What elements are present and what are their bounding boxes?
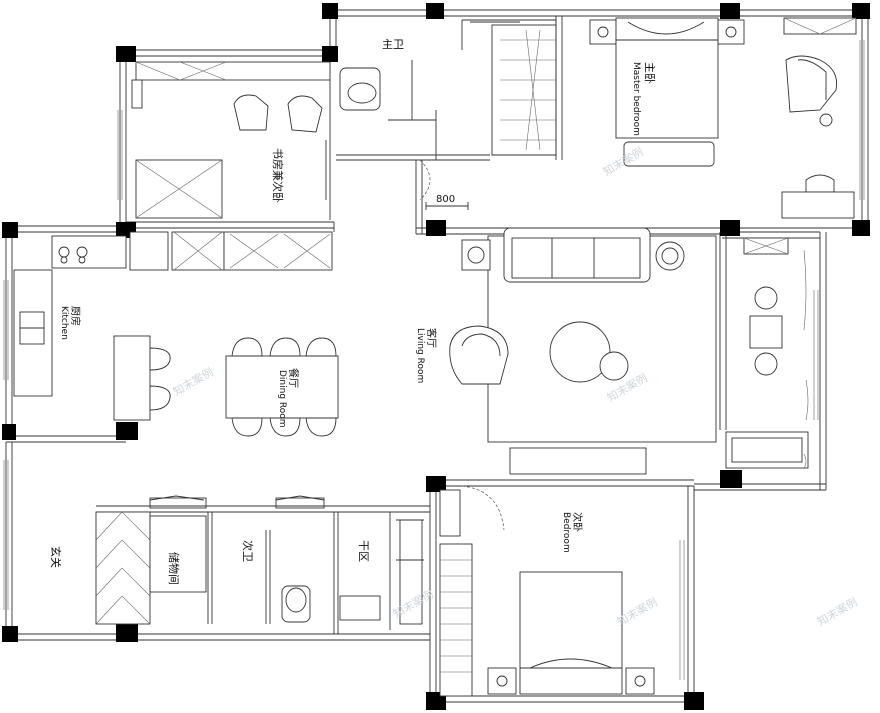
walls bbox=[5, 9, 869, 703]
living-furniture bbox=[449, 227, 717, 475]
alcove-furniture bbox=[725, 237, 809, 469]
label-living-cn: 客厅 bbox=[425, 328, 438, 348]
dimension-label: 800 bbox=[436, 194, 455, 205]
lower-block-furniture bbox=[95, 495, 424, 630]
study-furniture bbox=[131, 61, 331, 219]
watermark: 知末案例 bbox=[391, 586, 436, 620]
label-bedroom-cn: 次卧 bbox=[571, 512, 584, 532]
label-master-bath: 主卫 bbox=[382, 38, 404, 51]
bedroom-furniture bbox=[439, 485, 655, 697]
dining-furniture bbox=[225, 337, 339, 437]
master-bedroom-furniture bbox=[589, 17, 857, 219]
label-master-bedroom-cn: 主卧 bbox=[643, 62, 656, 84]
columns bbox=[2, 3, 870, 710]
label-kitchen-en: Kitchen bbox=[59, 306, 69, 340]
label-dry-area: 干区 bbox=[357, 540, 370, 562]
watermark: 知末案例 bbox=[171, 364, 216, 398]
room-labels: 主卫 主卧 Master bedroom 书房兼次卧 厨房 Kitchen 餐厅… bbox=[49, 38, 656, 585]
windows bbox=[3, 40, 865, 680]
label-dining-cn: 餐厅 bbox=[287, 368, 300, 388]
label-bedroom-en: Bedroom bbox=[561, 512, 571, 553]
label-living-en: Living Room bbox=[415, 328, 425, 383]
label-kitchen-cn: 厨房 bbox=[69, 306, 82, 326]
kitchen-furniture bbox=[13, 231, 333, 421]
label-dining-en: Dining Room bbox=[277, 370, 287, 428]
label-master-bedroom-en: Master bedroom bbox=[631, 62, 641, 136]
dimension-line: 800 bbox=[419, 159, 469, 210]
label-storage: 储物间 bbox=[167, 552, 181, 585]
master-bath bbox=[339, 19, 557, 160]
label-second-bath: 次卫 bbox=[241, 540, 255, 562]
watermark: 知末案例 bbox=[815, 594, 860, 628]
label-entrance: 玄关 bbox=[49, 546, 63, 568]
label-study: 书房兼次卧 bbox=[271, 148, 285, 203]
